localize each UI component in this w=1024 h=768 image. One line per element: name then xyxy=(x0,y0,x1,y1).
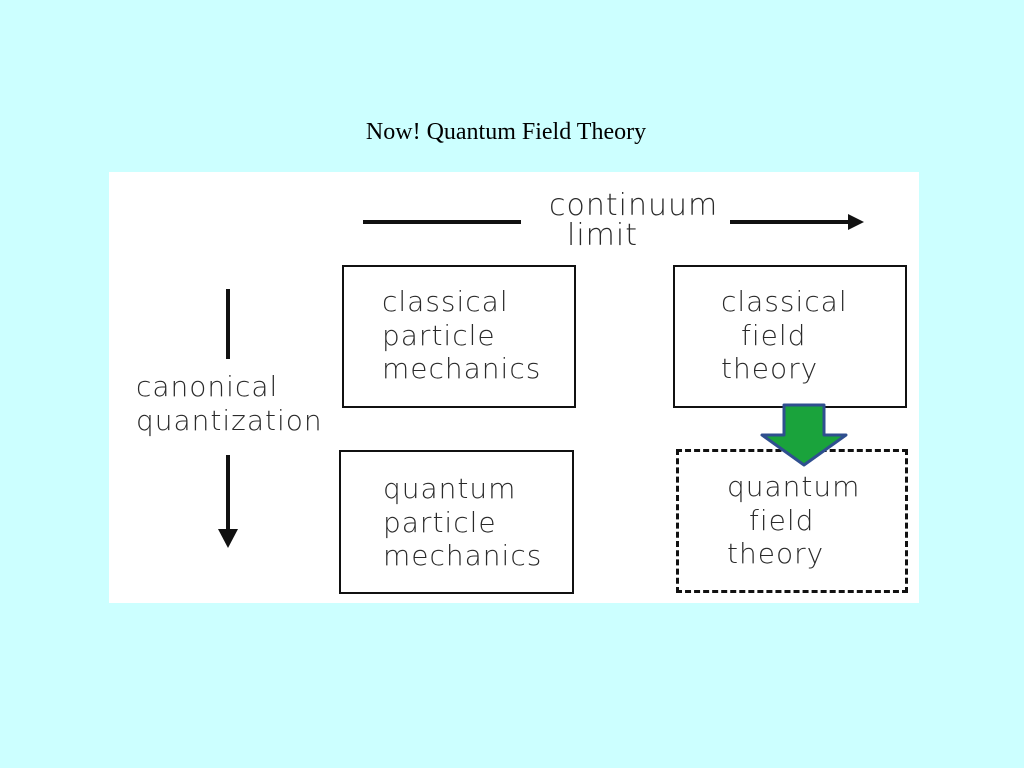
quantization-label-line1: canonical xyxy=(136,370,279,403)
box-text: quantum field theory xyxy=(727,470,860,571)
box-line: mechanics xyxy=(382,352,542,386)
box-line: theory xyxy=(721,352,819,386)
slide-title: Now! Quantum Field Theory xyxy=(365,119,647,145)
box-line: quantum xyxy=(383,472,517,505)
down-arrow-icon xyxy=(218,455,238,548)
box-quantum-particle-mechanics: quantum particle mechanics xyxy=(339,450,574,594)
box-line: theory xyxy=(727,537,825,571)
box-text: classical particle mechanics xyxy=(382,285,541,386)
continuum-limit-label: continuum limit xyxy=(549,188,718,254)
box-line: field xyxy=(749,503,815,537)
continuum-label-line1: continuum xyxy=(549,188,719,223)
right-arrow-icon xyxy=(730,214,864,230)
box-line: mechanics xyxy=(383,539,543,573)
quantization-label-line2: quantization xyxy=(136,403,323,437)
box-quantum-field-theory: quantum field theory xyxy=(676,449,908,593)
box-line: field xyxy=(741,318,807,352)
box-text: quantum particle mechanics xyxy=(383,472,542,573)
box-line: classical xyxy=(382,285,509,318)
canonical-quantization-label: canonical quantization xyxy=(136,370,323,437)
continuum-label-line2: limit xyxy=(567,218,638,253)
box-line: particle xyxy=(382,318,496,352)
box-line: classical xyxy=(721,285,848,318)
box-classical-field-theory: classical field theory xyxy=(673,265,907,408)
box-classical-particle-mechanics: classical particle mechanics xyxy=(342,265,576,408)
box-line: particle xyxy=(383,505,497,539)
box-text: classical field theory xyxy=(721,285,848,386)
box-line: quantum xyxy=(727,470,861,503)
quantization-line-top xyxy=(226,289,230,359)
continuum-line-left xyxy=(363,220,521,224)
green-down-arrow-icon xyxy=(760,403,848,467)
diagram-panel: continuum limit canonical quantization c… xyxy=(109,172,919,603)
